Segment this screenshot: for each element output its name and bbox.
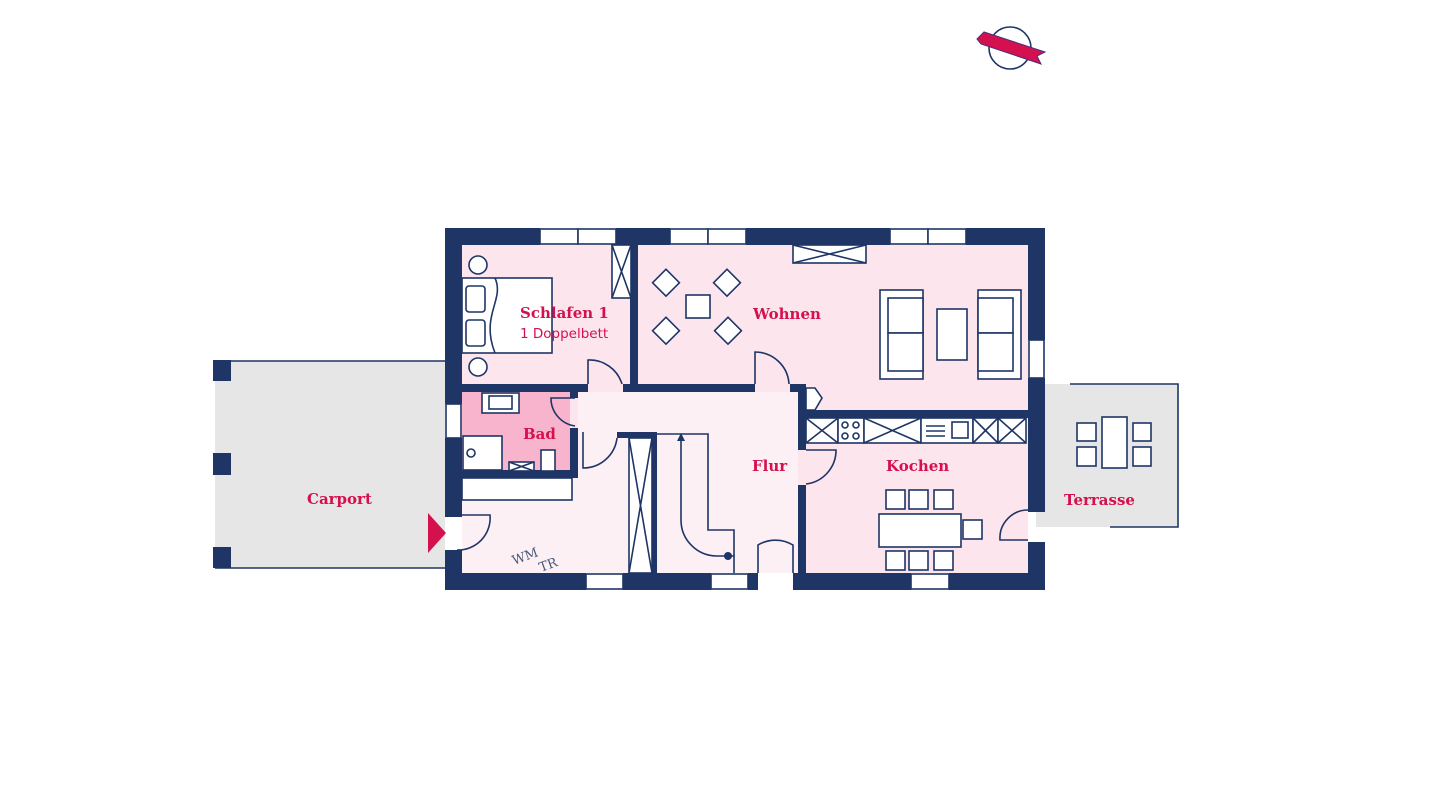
- wardrobe: [611, 244, 632, 299]
- dining-set-wohnen: [651, 268, 743, 346]
- compass-icon: [976, 26, 1047, 70]
- terrace-area: [1036, 383, 1179, 528]
- outer-walls: [445, 228, 1045, 590]
- kitchen-counter: [805, 417, 1027, 444]
- dryer-label: TR: [537, 555, 561, 576]
- staircase: [628, 433, 735, 574]
- room-label-wohnen: Wohnen: [752, 305, 821, 323]
- bed: [461, 255, 553, 377]
- room-label-schlafen: Schlafen 1: [520, 304, 609, 322]
- carport-area: [213, 360, 445, 569]
- room-label-terrasse: Terrasse: [1064, 491, 1135, 509]
- dining-table-kochen: [878, 489, 983, 571]
- room-note-schlafen: 1 Doppelbett: [520, 326, 608, 342]
- sideboard: [792, 244, 867, 264]
- bath-fixtures: [462, 392, 556, 472]
- room-label-kochen: Kochen: [886, 457, 949, 475]
- entrance-arrow-icon: [428, 513, 446, 553]
- room-label-bad: Bad: [523, 425, 556, 443]
- sofas: [879, 289, 1022, 380]
- interior-walls: [462, 245, 1028, 573]
- utility-shelf: [461, 477, 573, 501]
- doors: [456, 351, 1029, 573]
- room-label-flur: Flur: [752, 457, 788, 475]
- windows: [445, 228, 1045, 590]
- room-label-carport: Carport: [307, 490, 372, 508]
